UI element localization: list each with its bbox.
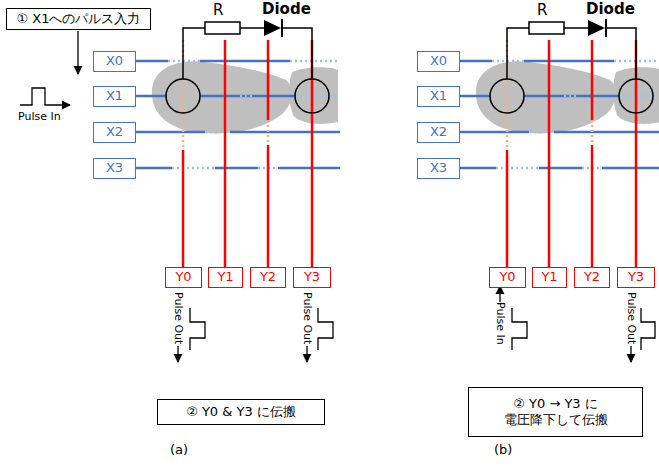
box-label: ① X1へのパルス入力	[17, 11, 141, 27]
box-label: ② Y0 → Y3 に 電圧降下して伝搬	[469, 396, 642, 429]
row-line-box: X3	[417, 158, 460, 179]
callout-box: ② Y0 → Y3 に 電圧降下して伝搬	[468, 387, 643, 437]
signal-label: Pulse Out	[172, 292, 185, 344]
panel-label: (b)	[494, 443, 512, 456]
box-label: X1	[430, 88, 447, 104]
box-label: ② Y0 & Y3 に伝搬	[186, 404, 296, 420]
resistor-label: R	[537, 4, 547, 17]
row-line-box: X0	[417, 51, 460, 72]
box-label: X1	[106, 88, 123, 104]
row-line-box: X2	[93, 122, 136, 143]
column-line-box: Y0	[165, 267, 202, 288]
row-line-box: X1	[417, 86, 460, 107]
row-line-box: X3	[93, 158, 136, 179]
panel-a	[136, 19, 340, 268]
box-label: X3	[430, 160, 447, 176]
resistor-label: R	[213, 4, 223, 17]
box-label: Y3	[628, 269, 644, 285]
row-line-box: X0	[93, 51, 136, 72]
diode-label: Diode	[586, 3, 635, 16]
column-line-box: Y1	[532, 267, 567, 288]
box-label: Y0	[175, 269, 191, 285]
column-line-box: Y3	[293, 267, 331, 288]
signal-label: Pulse Out	[625, 292, 638, 344]
signal-label: Pulse In	[18, 110, 61, 123]
column-line-box: Y3	[617, 267, 655, 288]
box-label: X3	[106, 160, 123, 176]
panel-b	[460, 19, 659, 268]
box-label: Y1	[541, 269, 557, 285]
callout-box: ② Y0 & Y3 に伝搬	[157, 399, 325, 425]
column-line-box: Y0	[489, 267, 526, 288]
column-line-box: Y2	[250, 267, 286, 288]
panel-label: (a)	[170, 443, 188, 456]
box-label: X0	[106, 53, 123, 69]
diode-label: Diode	[262, 3, 311, 16]
signal-label: Pulse In	[494, 302, 507, 345]
column-line-box: Y1	[208, 267, 243, 288]
box-label: X0	[430, 53, 447, 69]
row-line-box: X2	[417, 122, 460, 143]
signal-label: Pulse Out	[301, 292, 314, 344]
box-label: Y2	[260, 269, 276, 285]
row-line-box: X1	[93, 86, 136, 107]
column-line-box: Y2	[574, 267, 610, 288]
box-label: Y3	[304, 269, 320, 285]
callout-box: ① X1へのパルス入力	[6, 8, 151, 30]
pulse-symbols	[20, 31, 655, 362]
box-label: X2	[106, 124, 123, 140]
box-label: Y1	[217, 269, 233, 285]
box-label: X2	[430, 124, 447, 140]
box-label: Y0	[499, 269, 515, 285]
box-label: Y2	[584, 269, 600, 285]
